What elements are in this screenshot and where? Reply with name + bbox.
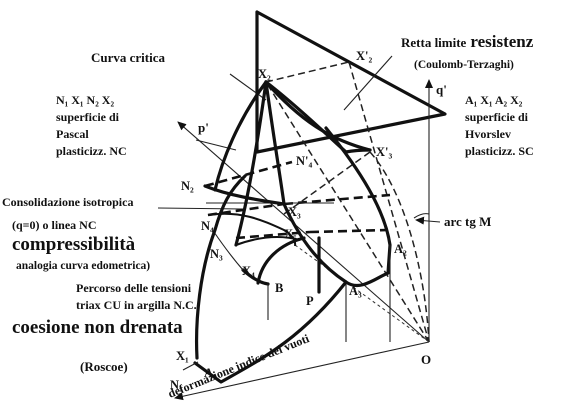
x2-n3-curve xyxy=(234,80,268,247)
x2-x2p-dash xyxy=(265,61,350,83)
point-n2: N₂ xyxy=(181,179,194,193)
x3p-curve-dash xyxy=(369,151,430,343)
void-ratio-axis xyxy=(174,341,430,401)
point-x5: X₅ xyxy=(284,227,297,241)
point-a2: A₂ xyxy=(394,242,407,256)
x5-guide xyxy=(294,244,430,343)
point-x2: X₂ xyxy=(258,67,271,81)
q-axis-label: q' xyxy=(436,82,447,97)
hvorslev-line2: superficie di xyxy=(465,110,529,124)
linea-nc-label: (q=0) o linea NC xyxy=(12,218,97,232)
x3-a3-curve xyxy=(282,202,390,288)
coesione-label: coesione non drenata xyxy=(12,317,183,338)
p-axis xyxy=(177,121,430,343)
x2-x3-curve xyxy=(264,80,286,206)
hvorslev-line1: A₁ X₁ A₂ X₂ xyxy=(465,93,523,107)
pascal-line4: plasticizz. NC xyxy=(56,144,127,158)
x2-x3p-curve xyxy=(264,80,372,154)
point-x3: X₃ xyxy=(288,205,301,219)
p-axis-label: p' xyxy=(198,120,209,135)
stress-path xyxy=(256,236,306,285)
point-p: P xyxy=(306,294,314,308)
point-n3: N₃ xyxy=(210,247,223,261)
coulomb-label: (Coulomb-Terzaghi) xyxy=(414,59,514,71)
percorso-line2: triax CU in argilla N.C. xyxy=(76,298,197,312)
analogia-label: analogia curva edometrica) xyxy=(16,260,150,272)
x4-b-curve xyxy=(241,268,270,286)
hvorslev-line3: Hvorslev xyxy=(465,127,511,141)
pascal-line2: superficie di xyxy=(56,110,120,124)
consol-pointer xyxy=(157,207,244,210)
point-x3p: X'₃ xyxy=(376,145,393,159)
n3-x5-curve xyxy=(235,236,301,246)
critical-line-projection xyxy=(265,81,430,343)
arc-tg-label: arc tg M xyxy=(444,214,491,229)
point-x1: X₁ xyxy=(176,349,189,363)
deformazione-label: deformazione indice dei vuoti xyxy=(166,331,312,401)
retta-pointer xyxy=(343,55,393,111)
point-n4: N₄ xyxy=(201,219,214,233)
vertical-plane xyxy=(255,10,447,154)
point-x4: X₄ xyxy=(242,264,255,278)
x2p-o-dash xyxy=(348,61,430,343)
x1-n1-link xyxy=(182,361,199,371)
point-a1: A₁ xyxy=(204,366,217,380)
percorso-line1: Percorso delle tensioni xyxy=(76,281,192,295)
origin-label: O xyxy=(421,352,431,367)
point-n4p: N'₄ xyxy=(296,154,313,168)
pascal-line3: Pascal xyxy=(56,127,89,141)
curva-critica-label: Curva critica xyxy=(91,50,166,65)
point-n1: N₁ xyxy=(170,378,183,392)
x2-n2-curve xyxy=(213,80,268,192)
x5-a2-dash xyxy=(309,228,389,234)
n2-to-x3 xyxy=(203,184,286,206)
compressibilita-label: compressibilità xyxy=(12,234,136,255)
x1-a1-bottom xyxy=(193,280,348,384)
hvorslev-line4: plasticizz. SC xyxy=(465,144,534,158)
n4-x4-path xyxy=(213,231,244,271)
arc-tg-m-arc xyxy=(413,213,430,219)
pascal-line1: N₁ X₁ N₂ X₂ xyxy=(56,93,114,107)
point-a3: A₃ xyxy=(349,284,362,298)
roscoe-label: (Roscoe) xyxy=(80,359,128,374)
point-b: B xyxy=(275,281,283,295)
consolidazione-label: Consolidazione isotropica xyxy=(2,195,133,209)
arc-pointer xyxy=(415,216,441,225)
n4-x3-dash xyxy=(207,202,285,217)
point-x2p: X'₂ xyxy=(356,49,373,63)
critical-pointer xyxy=(229,73,267,101)
